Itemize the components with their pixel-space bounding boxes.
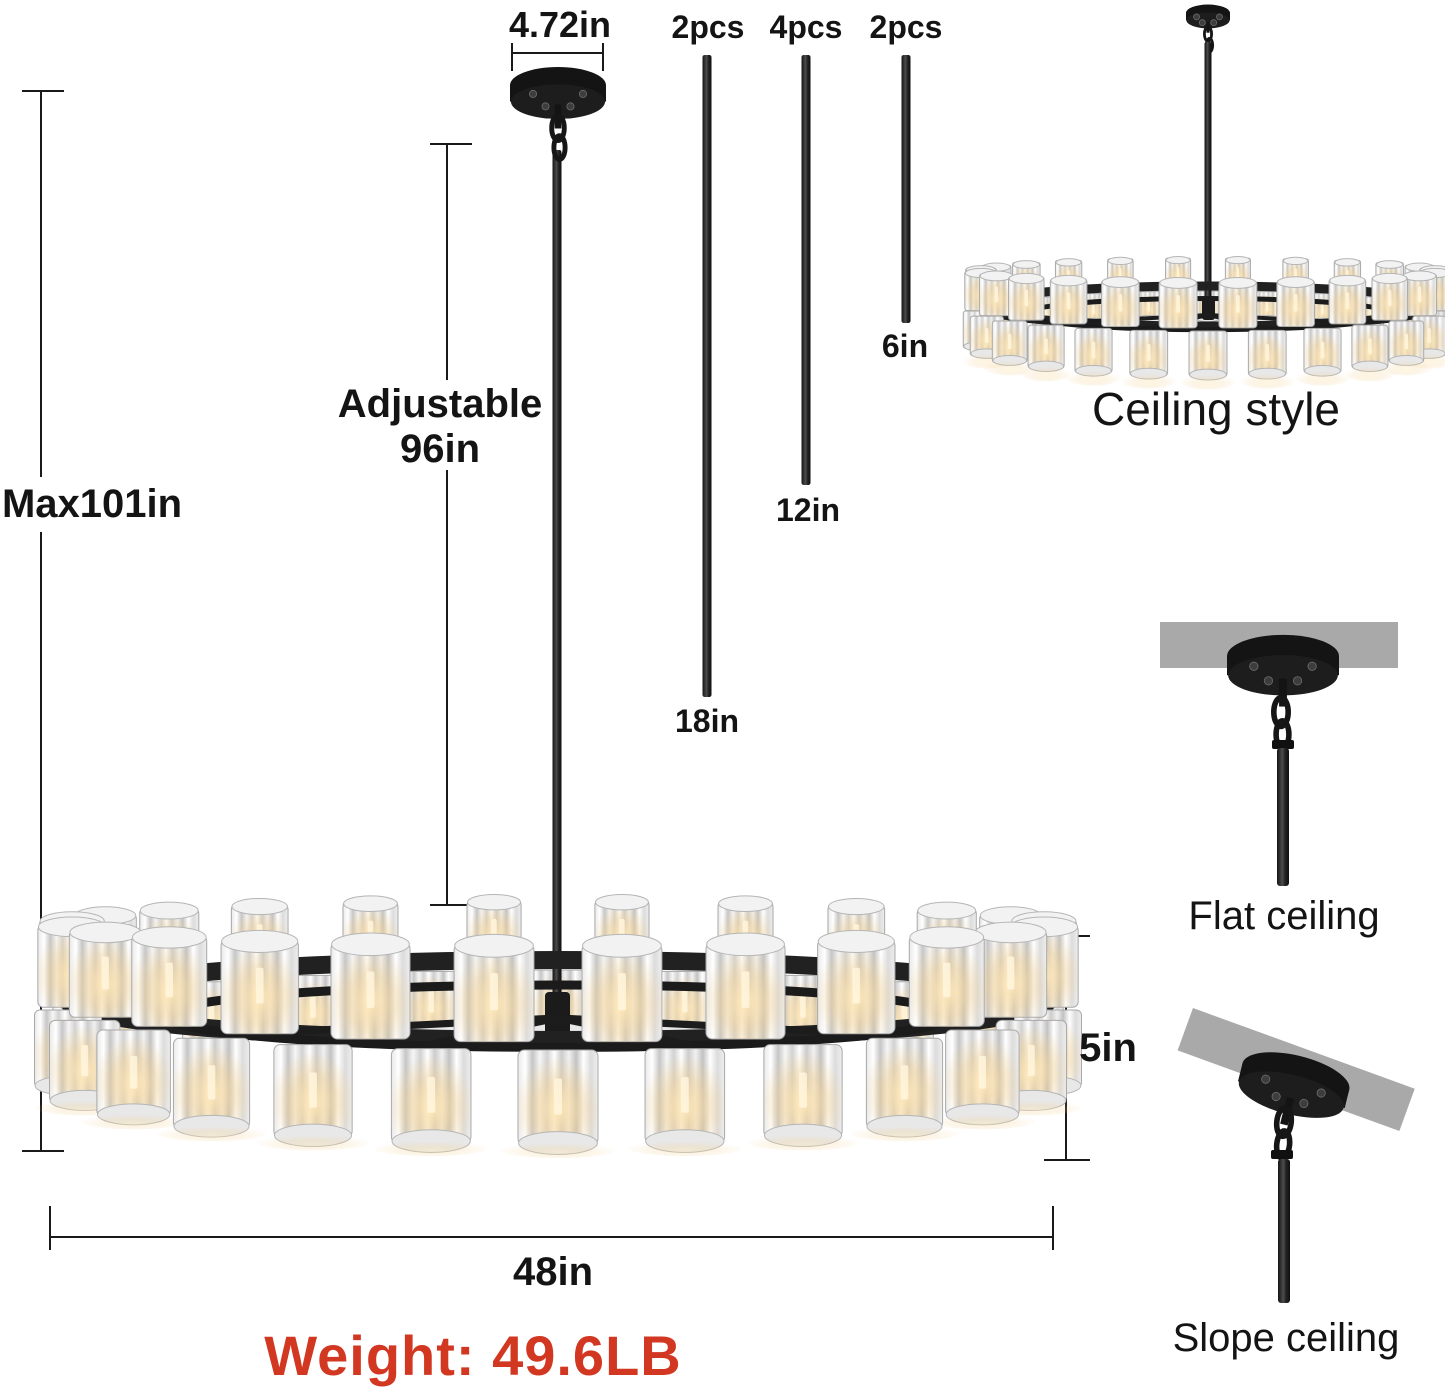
main-downrod bbox=[552, 150, 562, 1012]
canopy-screw bbox=[1249, 661, 1259, 671]
ceiling-canopy bbox=[1227, 634, 1339, 707]
crystal-shade bbox=[817, 929, 896, 1035]
crystal-shade bbox=[1303, 327, 1342, 377]
canopy-screw bbox=[1193, 13, 1200, 21]
crystal-shade bbox=[705, 932, 786, 1040]
spare-rod-6in bbox=[901, 55, 911, 323]
spare-rod-18in bbox=[702, 55, 712, 697]
canopy-screw bbox=[1316, 1088, 1326, 1098]
crystal-shade bbox=[1188, 330, 1228, 381]
center-hub bbox=[545, 992, 570, 1036]
crystal-shade bbox=[1027, 324, 1065, 372]
diameter-label: 48in bbox=[512, 1250, 594, 1294]
spare-rod-12in bbox=[801, 55, 811, 485]
canopy-screw bbox=[1271, 1092, 1281, 1102]
crystal-shade bbox=[1328, 274, 1367, 325]
crystal-shade bbox=[330, 932, 411, 1040]
canopy-screw bbox=[578, 89, 587, 98]
adjustable-word: Adjustable bbox=[337, 382, 543, 426]
rod-collar bbox=[1271, 1150, 1293, 1159]
canopy-screw bbox=[1292, 676, 1303, 686]
flat-ceiling-caption: Flat ceiling bbox=[1188, 894, 1380, 938]
crystal-shade bbox=[1049, 274, 1088, 325]
canopy-screw bbox=[1263, 676, 1274, 686]
crystal-shade bbox=[865, 1037, 944, 1138]
crystal-shade bbox=[1371, 272, 1408, 321]
rod-qty-label-2: 4pcs bbox=[769, 9, 843, 45]
crystal-shade bbox=[172, 1037, 251, 1138]
crystal-shade bbox=[1008, 272, 1045, 321]
ceiling-style-caption: Ceiling style bbox=[1092, 383, 1340, 435]
canopy-screw bbox=[541, 102, 550, 111]
canopy-screw bbox=[1216, 13, 1223, 21]
crystal-shade bbox=[978, 270, 1014, 317]
crystal-shade bbox=[908, 926, 985, 1027]
crystal-shade bbox=[974, 921, 1048, 1018]
crystal-shade bbox=[131, 926, 208, 1027]
rod-length-label-2: 12in bbox=[775, 492, 841, 528]
crystal-shade bbox=[991, 320, 1028, 366]
canopy-screw bbox=[1299, 1098, 1309, 1108]
max-height-label: Max101in bbox=[1, 482, 183, 526]
crystal-shade bbox=[1129, 329, 1169, 380]
slope-ceiling-downrod bbox=[1278, 1159, 1290, 1303]
crystal-shade bbox=[1351, 324, 1389, 372]
ceiling-style-downrod bbox=[1204, 42, 1212, 310]
dimension-lines bbox=[22, 43, 1090, 1250]
rod-length-label-3: 6in bbox=[881, 328, 929, 364]
adjustable-value: 96in bbox=[399, 427, 481, 471]
crystal-shade bbox=[1247, 329, 1287, 380]
crystal-shade bbox=[68, 921, 142, 1018]
crystal-shade bbox=[273, 1044, 353, 1148]
weight-label: Weight: 49.6LB bbox=[264, 1324, 682, 1387]
crystal-shade bbox=[220, 929, 299, 1035]
ceiling-canopy bbox=[1186, 4, 1230, 33]
ceiling-style-chandelier bbox=[962, 42, 1445, 390]
canopy-screw bbox=[1307, 661, 1317, 671]
crystal-shade bbox=[1388, 320, 1425, 366]
crystal-shade bbox=[1074, 327, 1113, 377]
crystal-shade bbox=[1218, 276, 1258, 329]
canopy-screw bbox=[1210, 19, 1218, 27]
crystal-shade bbox=[763, 1044, 843, 1148]
flat-ceiling-downrod bbox=[1277, 748, 1289, 886]
chain-link bbox=[549, 112, 568, 162]
crystal-shade bbox=[1276, 276, 1315, 327]
adjustable-height-label: Adjustable 96in bbox=[338, 382, 542, 472]
rod-collar bbox=[1272, 740, 1294, 749]
ring-height-label: 5in bbox=[1079, 1026, 1137, 1070]
canopy-screw bbox=[529, 89, 538, 98]
crystal-shade bbox=[644, 1048, 726, 1153]
crystal-shade bbox=[96, 1029, 171, 1126]
crystal-shade bbox=[581, 933, 663, 1043]
canopy-screw bbox=[1198, 19, 1206, 27]
ceiling-canopy bbox=[510, 67, 606, 129]
main-chandelier bbox=[34, 150, 1082, 1159]
slope-ceiling-caption: Slope ceiling bbox=[1172, 1316, 1400, 1360]
crystal-shade bbox=[390, 1048, 472, 1153]
rod-qty-label-3: 2pcs bbox=[869, 9, 943, 45]
crystal-shade bbox=[1158, 276, 1198, 329]
crystal-shade bbox=[945, 1029, 1020, 1126]
canopy-screw bbox=[1261, 1074, 1271, 1084]
canopy-screw bbox=[566, 102, 575, 111]
rod-length-label-1: 18in bbox=[674, 703, 740, 739]
crystal-shade bbox=[517, 1049, 599, 1155]
crystal-shade bbox=[453, 933, 535, 1043]
rod-qty-label-1: 2pcs bbox=[671, 9, 745, 45]
canopy-width-label: 4.72in bbox=[508, 4, 612, 45]
crystal-shade bbox=[1101, 276, 1140, 327]
